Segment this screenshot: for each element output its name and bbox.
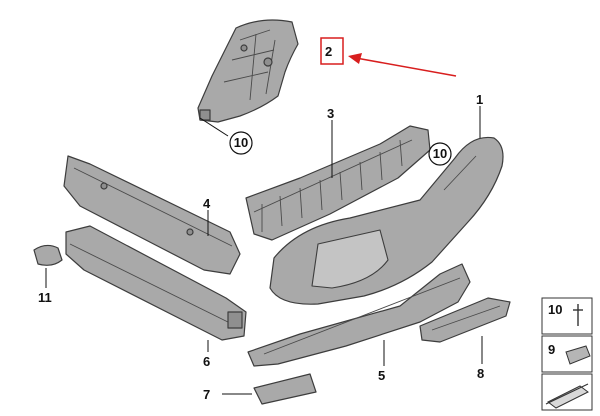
callout-7: 7 bbox=[203, 387, 210, 402]
callout-10-right: 10 bbox=[433, 146, 447, 161]
part-2-trim-cover bbox=[197, 19, 299, 123]
red-pointer-arrow-icon bbox=[348, 53, 362, 64]
callout-6: 6 bbox=[203, 354, 210, 369]
clip-icon bbox=[565, 345, 591, 365]
callout-10-circle-right: 10 bbox=[428, 142, 452, 166]
callout-4: 4 bbox=[203, 196, 211, 211]
callout-11: 11 bbox=[38, 290, 52, 305]
part-7-clip bbox=[253, 373, 317, 405]
callout-3: 3 bbox=[327, 106, 334, 121]
callout-1: 1 bbox=[476, 92, 483, 107]
part-1-side-panel bbox=[269, 136, 504, 305]
legend-label-9: 9 bbox=[548, 342, 555, 357]
wedge-icon bbox=[545, 383, 589, 409]
arrow-shaft bbox=[355, 57, 457, 77]
legend-panel: 10 9 bbox=[541, 297, 593, 411]
part-8-small-strip bbox=[419, 297, 511, 343]
leader-lines bbox=[45, 106, 483, 395]
part-4-trim-strip bbox=[63, 155, 241, 275]
part-11-cap bbox=[33, 244, 63, 266]
legend-cell-10 bbox=[541, 297, 593, 335]
callout-2: 2 bbox=[325, 44, 332, 59]
part-6-cover bbox=[65, 225, 247, 341]
callout-5: 5 bbox=[378, 368, 385, 383]
highlight-box bbox=[320, 37, 344, 65]
callout-10-upper: 10 bbox=[234, 135, 248, 150]
callout-10-circle-upper: 10 bbox=[229, 131, 253, 155]
legend-label-10: 10 bbox=[548, 302, 562, 317]
callout-8: 8 bbox=[477, 366, 484, 381]
highlight-marker bbox=[320, 37, 457, 77]
screw-icon bbox=[573, 304, 583, 326]
part-5-lower-trim bbox=[247, 263, 471, 367]
